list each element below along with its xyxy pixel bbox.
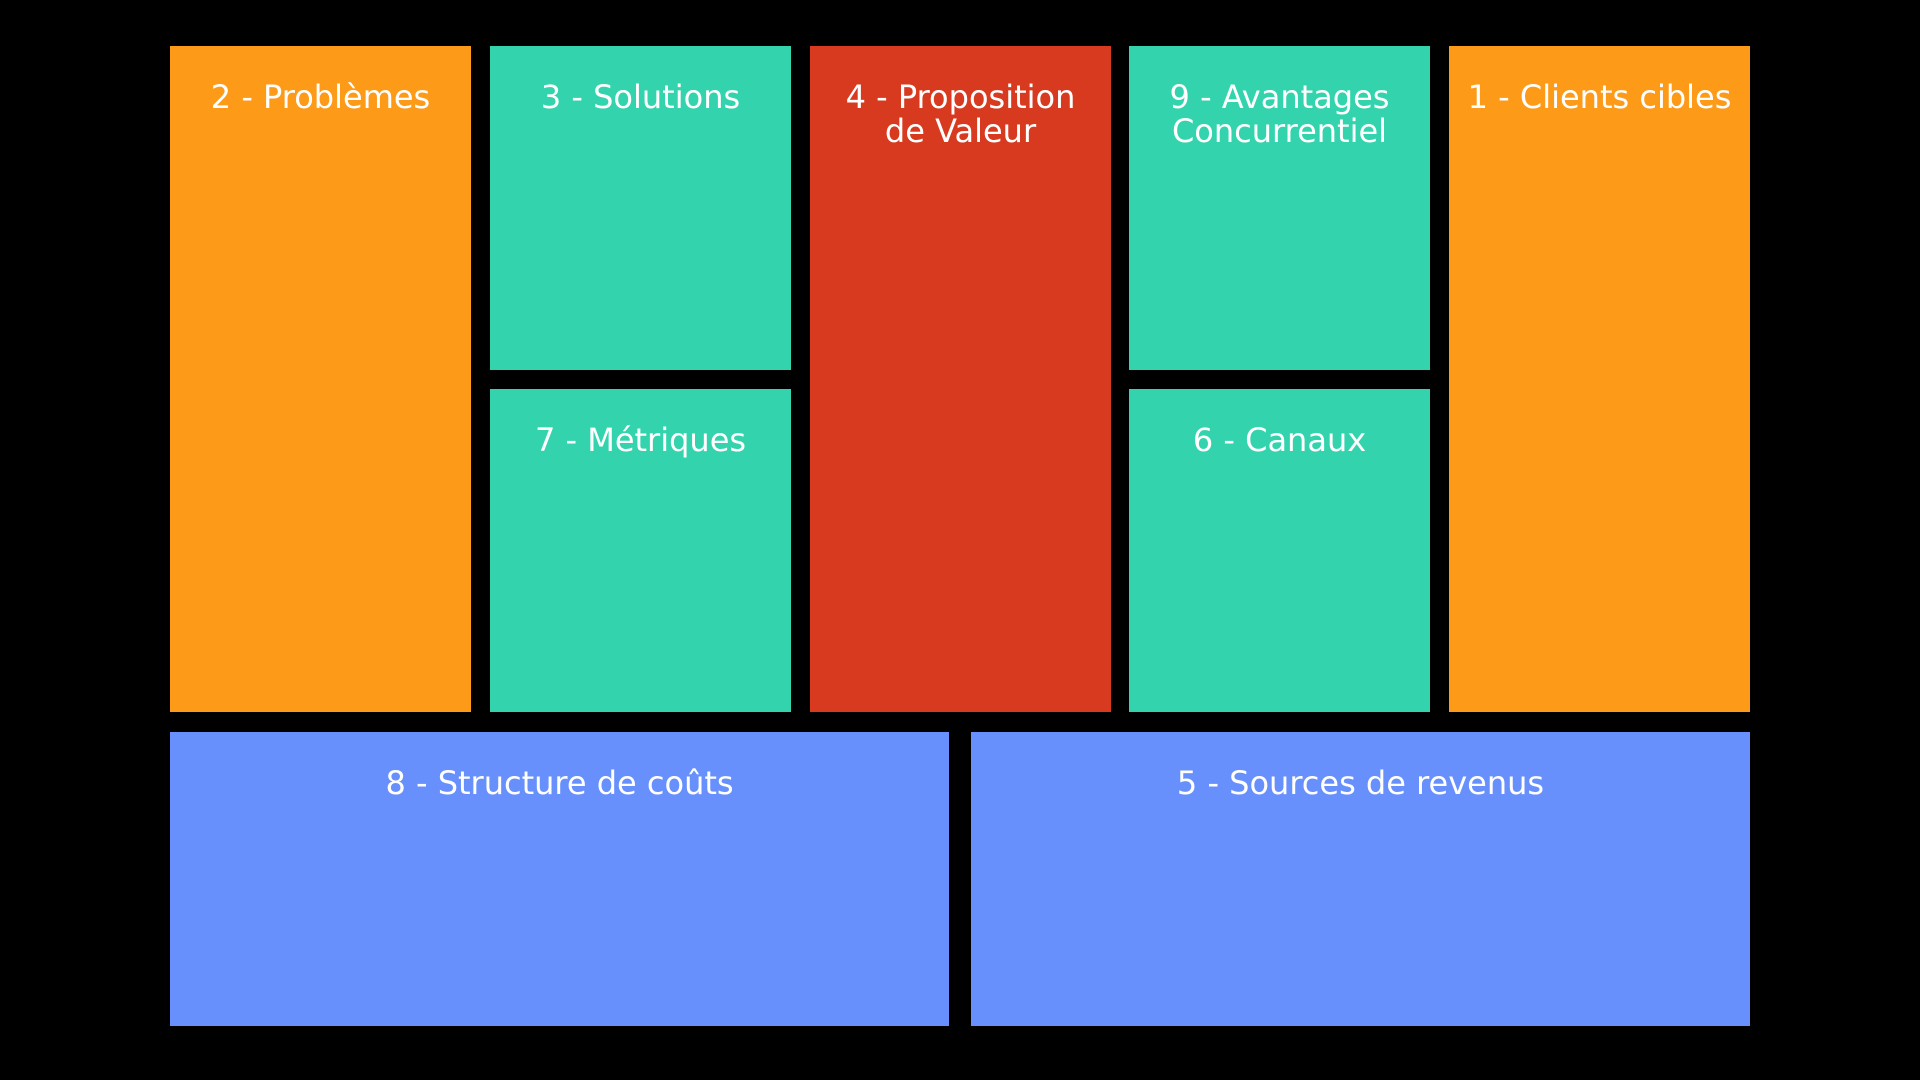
revenue-streams-title: 5 - Sources de revenus	[1176, 764, 1545, 802]
value-proposition-block: 4 - Proposition de Valeur	[810, 46, 1111, 712]
metrics-block: 7 - Métriques	[490, 389, 791, 712]
revenue-streams-block: 5 - Sources de revenus	[971, 732, 1750, 1026]
competitive-advantage-title: 9 - Avantages Concurrentiel	[1169, 78, 1390, 150]
solutions-block: 3 - Solutions	[490, 46, 791, 370]
channels-title: 6 - Canaux	[1192, 421, 1367, 459]
cost-structure-title: 8 - Structure de coûts	[385, 764, 734, 802]
competitive-advantage-block: 9 - Avantages Concurrentiel	[1129, 46, 1430, 370]
channels-block: 6 - Canaux	[1129, 389, 1430, 712]
solutions-title: 3 - Solutions	[540, 78, 741, 116]
value-proposition-title: 4 - Proposition de Valeur	[845, 78, 1076, 150]
cost-structure-block: 8 - Structure de coûts	[170, 732, 949, 1026]
problems-block: 2 - Problèmes	[170, 46, 471, 712]
customer-segments-title: 1 - Clients cibles	[1467, 78, 1732, 116]
metrics-title: 7 - Métriques	[534, 421, 747, 459]
problems-title: 2 - Problèmes	[210, 78, 431, 116]
customer-segments-block: 1 - Clients cibles	[1449, 46, 1750, 712]
